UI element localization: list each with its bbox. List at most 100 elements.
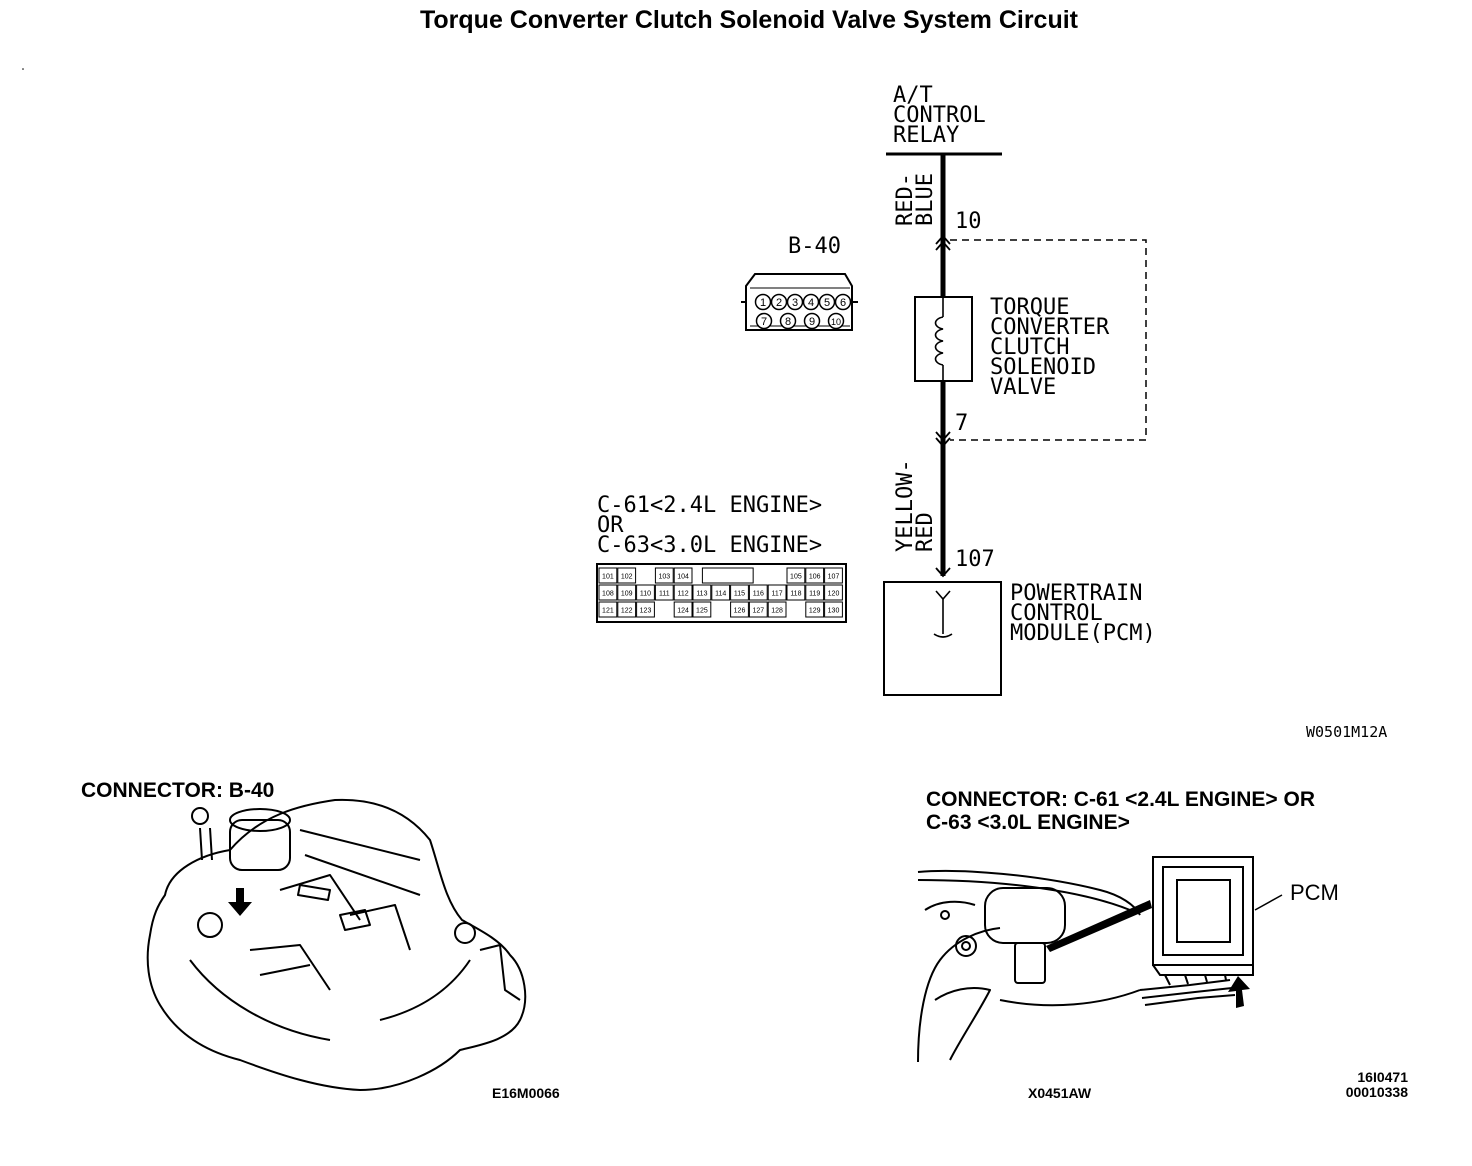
- b40-pin: [770, 293, 788, 311]
- c61-pin-number: 119: [809, 591, 820, 598]
- b40-pin: [803, 312, 821, 330]
- c61-pin-cell: [805, 601, 825, 618]
- c61-pin-cell: [673, 567, 693, 584]
- relay-label-line-1: A/T: [893, 83, 933, 108]
- wire-color-red-blue: RED- BLUE: [893, 173, 938, 226]
- b40-pin: [827, 312, 845, 330]
- pcm-callout-leader: [1254, 894, 1283, 911]
- b40-pin-number: 3: [792, 297, 798, 309]
- b40-pin: [754, 293, 772, 311]
- b40-pin-number: 8: [785, 316, 791, 328]
- c61-pin-cell: [767, 601, 787, 618]
- c61-pin-number: 104: [677, 574, 689, 581]
- c61-pin-number: 123: [640, 608, 652, 615]
- c61-pin-cell: [617, 567, 637, 584]
- c61-pin-number: 116: [753, 591, 764, 598]
- b40-pin-number: 7: [761, 316, 767, 328]
- b40-pin-number: 4: [808, 297, 814, 309]
- b40-pin-number: 5: [824, 297, 830, 309]
- connector-chevron-mid: [935, 431, 951, 448]
- wire-color-yellow-red: YELLOW- RED: [893, 459, 938, 552]
- pcm-label: POWERTRAIN CONTROL MODULE(PCM): [1010, 581, 1156, 646]
- c61-pin-number: 109: [621, 591, 633, 598]
- c61-pin-number: 103: [658, 574, 670, 581]
- c61-pin-number: 122: [621, 608, 633, 615]
- c61-pin-number: 115: [734, 591, 745, 598]
- c61-pin-cell: [805, 584, 825, 601]
- connector-b40-heading: CONNECTOR: B-40: [81, 779, 274, 802]
- b40-pin-number: 10: [831, 317, 841, 327]
- connector-chevron-bottom: [935, 567, 951, 578]
- c61-pin-cell: [824, 584, 843, 601]
- c61-pin-cell: [598, 584, 618, 601]
- relay-label: A/T CONTROL RELAY: [893, 83, 986, 148]
- solenoid-coil-icon: [934, 316, 944, 366]
- solenoid-label-line-1: TORQUE: [990, 295, 1069, 320]
- c61-pin-cell: [636, 584, 655, 601]
- solenoid-label-line-3: CLUTCH: [990, 335, 1069, 360]
- c61-pin-cell: [673, 584, 693, 601]
- c61-pin-cell: [654, 567, 674, 584]
- connector-b40-code: E16M0066: [492, 1085, 560, 1101]
- b40-pin: [834, 293, 852, 311]
- pcm-input-symbol-icon: [933, 590, 953, 638]
- b40-location-arrow-icon: [228, 888, 252, 916]
- solenoid-label-line-4: SOLENOID: [990, 355, 1096, 380]
- c61-pin-number: 114: [715, 591, 726, 598]
- c61-pin-cell: [824, 601, 843, 618]
- connector-c61-heading-line-2: C-63 <3.0L ENGINE>: [926, 811, 1130, 834]
- c61-pin-number: 129: [809, 608, 821, 615]
- c61-pin-cell: [617, 601, 637, 618]
- c61-pin-cell: [692, 584, 712, 601]
- c61-pin-number: 105: [790, 574, 802, 581]
- c61-pin-number: 106: [809, 574, 821, 581]
- footer-code-2: 00010338: [1346, 1084, 1409, 1100]
- c61-pin-cell: [673, 601, 693, 618]
- b40-pin-number: 2: [776, 297, 782, 309]
- pin-number-mid: 7: [955, 411, 968, 436]
- pin-number-top: 10: [955, 209, 982, 234]
- c61-pin-number: 101: [602, 574, 614, 581]
- c61-pin-cell: [824, 567, 843, 584]
- c61-pin-cell: [598, 601, 618, 618]
- dashboard-illustration: [917, 869, 1141, 1063]
- c61-pin-number: 111: [659, 591, 670, 598]
- pcm-label-line-1: POWERTRAIN: [1010, 581, 1142, 606]
- pcm-pointer-wedge: [1046, 900, 1152, 952]
- solenoid-label-line-2: CONVERTER: [990, 315, 1110, 340]
- connector-c61-code: X0451AW: [1028, 1085, 1092, 1101]
- connector-chevron-top: [935, 234, 951, 251]
- c61-pin-cell: [711, 584, 731, 601]
- c61-label-line-2: OR: [597, 513, 624, 538]
- b40-pin: [755, 312, 773, 330]
- b40-pin-number: 1: [760, 297, 766, 309]
- c61-pin-cell: [617, 584, 637, 601]
- c61-pin-cell: [748, 584, 768, 601]
- c61-pin-number: 128: [771, 608, 783, 615]
- diagram-code: W0501M12A: [1306, 723, 1387, 741]
- wire-color-bottom-line-1: YELLOW-: [893, 459, 918, 552]
- pcm-illustration: [1139, 856, 1254, 1006]
- c61-pin-cell: [805, 567, 825, 584]
- c61-pin-cell: [786, 584, 806, 601]
- c61-pin-number: 118: [790, 591, 801, 598]
- c61-pin-number: 121: [602, 608, 614, 615]
- c61-pin-number: 110: [640, 591, 651, 598]
- c61-pin-cell: [730, 584, 749, 601]
- b40-pin-number: 6: [840, 297, 846, 309]
- transaxle-illustration: [146, 798, 527, 1091]
- c61-pin-number: 113: [696, 591, 707, 598]
- pcm-label-line-2: CONTROL: [1010, 601, 1103, 626]
- connector-c61-heading-line-1: CONNECTOR: C-61 <2.4L ENGINE> OR: [926, 788, 1315, 811]
- c61-label-line-1: C-61<2.4L ENGINE>: [597, 493, 822, 518]
- pin-number-bottom: 107: [955, 547, 995, 572]
- c61-key-slot: [701, 567, 754, 584]
- pcm-label-line-3: MODULE(PCM): [1010, 621, 1156, 646]
- relay-label-line-2: CONTROL: [893, 103, 986, 128]
- c61-pin-cell: [636, 601, 655, 618]
- c61-pin-cell: [748, 601, 768, 618]
- b40-pin-number: 9: [809, 316, 815, 328]
- c61-pin-cell: [654, 584, 674, 601]
